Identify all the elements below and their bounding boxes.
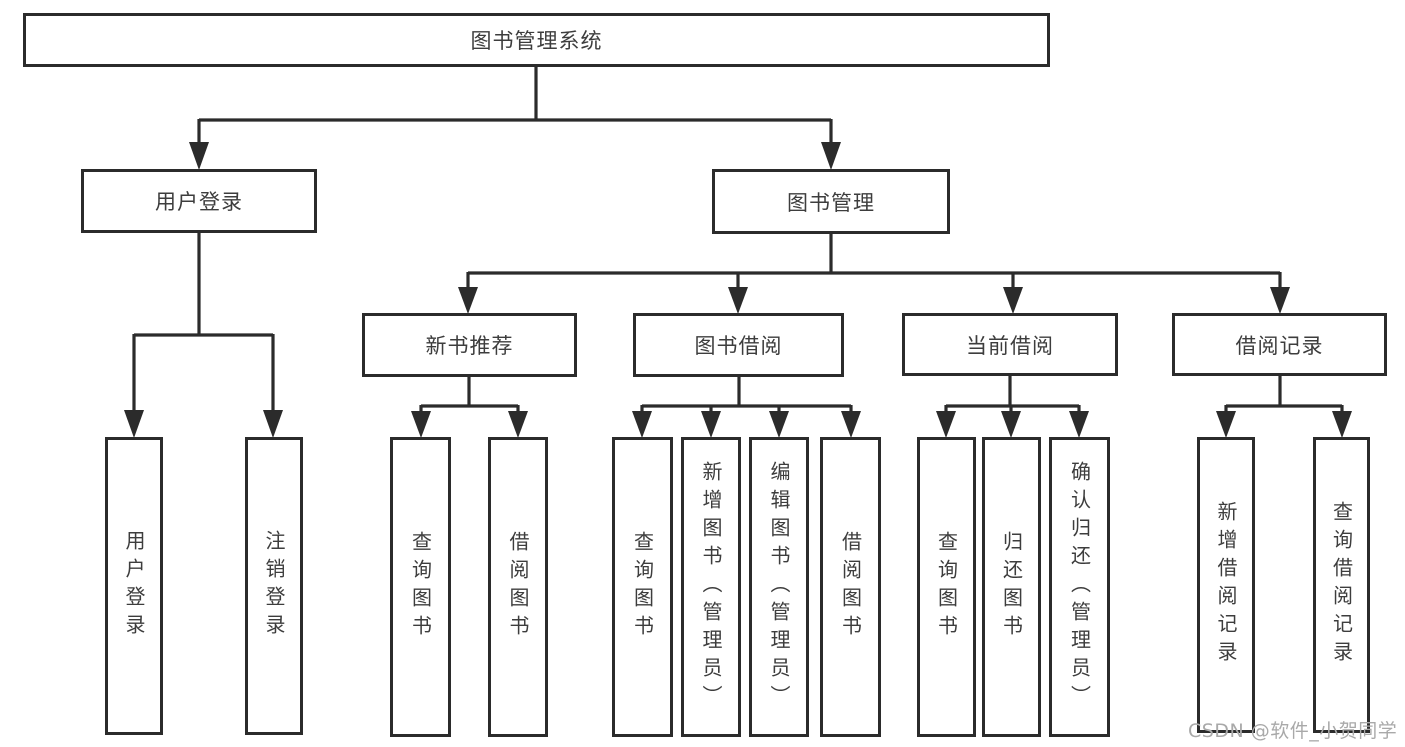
node-query-books-borrow: 查询图书 bbox=[612, 437, 673, 737]
node-add-books-admin: 新增图书（管理员） bbox=[681, 437, 741, 737]
node-query-books-recommend: 查询图书 bbox=[390, 437, 451, 737]
arrowheads bbox=[124, 142, 1352, 438]
node-borrow-books-leaf: 借阅图书 bbox=[820, 437, 881, 737]
node-borrow-books-recommend: 借阅图书 bbox=[488, 437, 548, 737]
node-confirm-return-admin: 确认归还（管理员） bbox=[1049, 437, 1110, 737]
node-return-books: 归还图书 bbox=[982, 437, 1041, 737]
node-logout: 注销登录 bbox=[245, 437, 303, 735]
node-current-borrow: 当前借阅 bbox=[902, 313, 1118, 376]
node-query-books-current: 查询图书 bbox=[917, 437, 976, 737]
node-book-management: 图书管理 bbox=[712, 169, 950, 234]
node-user-login-leaf: 用户登录 bbox=[105, 437, 163, 735]
node-library-system: 图书管理系统 bbox=[23, 13, 1050, 67]
node-borrow-records: 借阅记录 bbox=[1172, 313, 1387, 376]
node-user-login: 用户登录 bbox=[81, 169, 317, 233]
node-add-borrow-record: 新增借阅记录 bbox=[1197, 437, 1255, 733]
node-edit-books-admin: 编辑图书（管理员） bbox=[749, 437, 809, 737]
node-new-book-recommend: 新书推荐 bbox=[362, 313, 577, 377]
node-book-borrow: 图书借阅 bbox=[633, 313, 844, 377]
node-query-borrow-record: 查询借阅记录 bbox=[1313, 437, 1370, 733]
watermark: CSDN @软件_小贺同学 bbox=[1188, 720, 1398, 742]
